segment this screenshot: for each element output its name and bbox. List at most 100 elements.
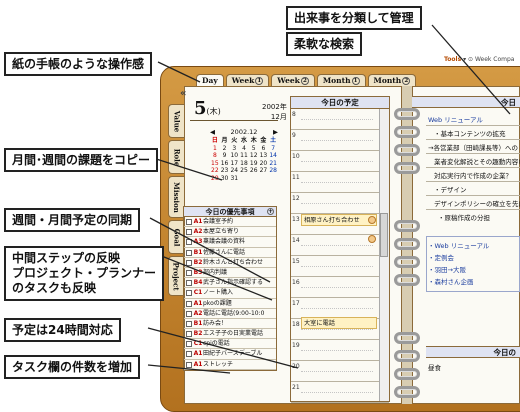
side-tab-role[interactable]: Role	[168, 140, 184, 174]
note-item[interactable]: 業者変化解説とその趣動内容い	[434, 158, 520, 166]
calendar-day[interactable]: 29	[211, 174, 219, 182]
note-item[interactable]: →各営業部（田崎課長等）への	[428, 144, 518, 152]
calendar-day[interactable]: 23	[220, 167, 229, 175]
linked-item[interactable]: ・定例会	[428, 254, 454, 262]
calendar-day[interactable]: 25	[240, 167, 248, 175]
calendar-day[interactable]: 31	[230, 174, 239, 182]
calendar-day[interactable]: 7	[271, 144, 276, 152]
next-month-icon[interactable]: ▶	[272, 128, 278, 136]
task-checkbox[interactable]	[184, 237, 193, 247]
linked-item[interactable]: ・森村さん企画	[428, 278, 474, 286]
note-item[interactable]: デザインポリシーの確立を先に	[434, 200, 520, 208]
task-text[interactable]: ストレッチ	[203, 360, 234, 368]
calendar-day[interactable]: 22	[211, 167, 219, 175]
hour-slot[interactable]: 17	[291, 298, 389, 319]
task-checkbox[interactable]	[184, 339, 193, 349]
hour-slot[interactable]: 21	[291, 382, 389, 403]
task-text[interactable]: 武子さん指示確認する	[203, 279, 264, 287]
task-checkbox[interactable]	[184, 278, 193, 288]
add-task-icon[interactable]: +	[267, 208, 274, 215]
calendar-day[interactable]: 28	[269, 167, 277, 175]
task-text[interactable]: 部内判議	[203, 268, 228, 276]
hour-slot[interactable]: 15	[291, 256, 389, 277]
hour-slot[interactable]: 11	[291, 172, 389, 193]
note-item[interactable]: ・原稿作成の分担	[438, 214, 490, 222]
task-text[interactable]: エス子子の日実業電話	[203, 330, 264, 338]
calendar-day[interactable]: 30	[220, 174, 229, 182]
note-item[interactable]: ・基本コンテンツの拡充	[434, 130, 506, 138]
task-text[interactable]: 鈴木さんと打ち合わせ	[203, 258, 264, 266]
task-text[interactable]: 訪み会！	[203, 319, 228, 327]
hour-slot[interactable]: 8	[291, 109, 389, 130]
calendar-day[interactable]: 6	[261, 144, 266, 152]
linked-item[interactable]: ・Web リニューアル	[428, 242, 490, 250]
task-checkbox[interactable]	[184, 349, 193, 359]
tools-menu[interactable]: Tools	[444, 56, 462, 63]
task-checkbox[interactable]	[184, 217, 193, 227]
calendar-day[interactable]: 15	[211, 159, 219, 167]
calendar-day[interactable]: 2	[222, 144, 227, 152]
calendar-day[interactable]: 24	[230, 167, 239, 175]
linked-item[interactable]: ・羽田→大阪	[428, 266, 466, 274]
schedule-event[interactable]: 大室に電話	[301, 317, 377, 329]
calendar-day[interactable]: 16	[220, 159, 229, 167]
calendar-day[interactable]: 5	[251, 144, 256, 152]
calendar-day[interactable]: 21	[269, 159, 277, 167]
task-text[interactable]: 田紀子バースデーブル	[203, 350, 263, 358]
task-text[interactable]: pkoの課題	[203, 299, 232, 307]
hour-slot[interactable]: 9	[291, 130, 389, 151]
calendar-day[interactable]: 4	[242, 144, 246, 152]
hour-slot[interactable]: 12	[291, 193, 389, 214]
note-item[interactable]: 対応実行内で作成の企業？	[434, 172, 512, 180]
task-checkbox[interactable]	[184, 329, 193, 339]
task-checkbox[interactable]	[184, 258, 193, 268]
task-text[interactable]: 稟議会議の資料	[203, 238, 246, 246]
calendar-day[interactable]: 12	[249, 152, 258, 160]
calendar-day[interactable]: 26	[249, 167, 258, 175]
side-tab-mission[interactable]: Mission	[168, 176, 184, 218]
task-checkbox[interactable]	[184, 288, 193, 298]
task-checkbox[interactable]	[184, 299, 193, 309]
task-checkbox[interactable]	[184, 360, 193, 370]
calendar-day[interactable]: 27	[259, 167, 268, 175]
task-checkbox[interactable]	[184, 309, 193, 319]
toolbar-extra[interactable]: ▾ ⊙ Week Compa	[463, 56, 515, 63]
calendar-day[interactable]: 8	[212, 152, 217, 160]
task-checkbox[interactable]	[184, 268, 193, 278]
hour-slot[interactable]: 20	[291, 361, 389, 382]
event-alarm-icon[interactable]	[368, 235, 376, 243]
task-text[interactable]: ノート購入	[203, 289, 234, 297]
calendar-day[interactable]: 20	[259, 159, 268, 167]
task-text[interactable]: 会議室予約	[203, 218, 234, 225]
calendar-day[interactable]: 18	[240, 159, 248, 167]
task-text[interactable]: 本屋立ち寄り	[203, 228, 240, 236]
calendar-day[interactable]: 1	[212, 144, 217, 152]
side-tab-goal[interactable]: Goal	[168, 220, 184, 254]
side-tab-project[interactable]: Project	[168, 256, 184, 296]
back-arrow-icon[interactable]: «	[180, 88, 187, 99]
task-text[interactable]: cpiの電話	[203, 340, 230, 348]
hour-slot[interactable]: 19	[291, 340, 389, 361]
schedule-event[interactable]: 相原さん打ち合わせ	[301, 214, 377, 226]
calendar-day[interactable]: 9	[222, 152, 227, 160]
side-tab-value[interactable]: Value	[168, 104, 184, 138]
event-alarm-icon[interactable]	[368, 216, 376, 224]
task-checkbox[interactable]	[184, 248, 193, 258]
calendar-day[interactable]: 3	[232, 144, 237, 152]
